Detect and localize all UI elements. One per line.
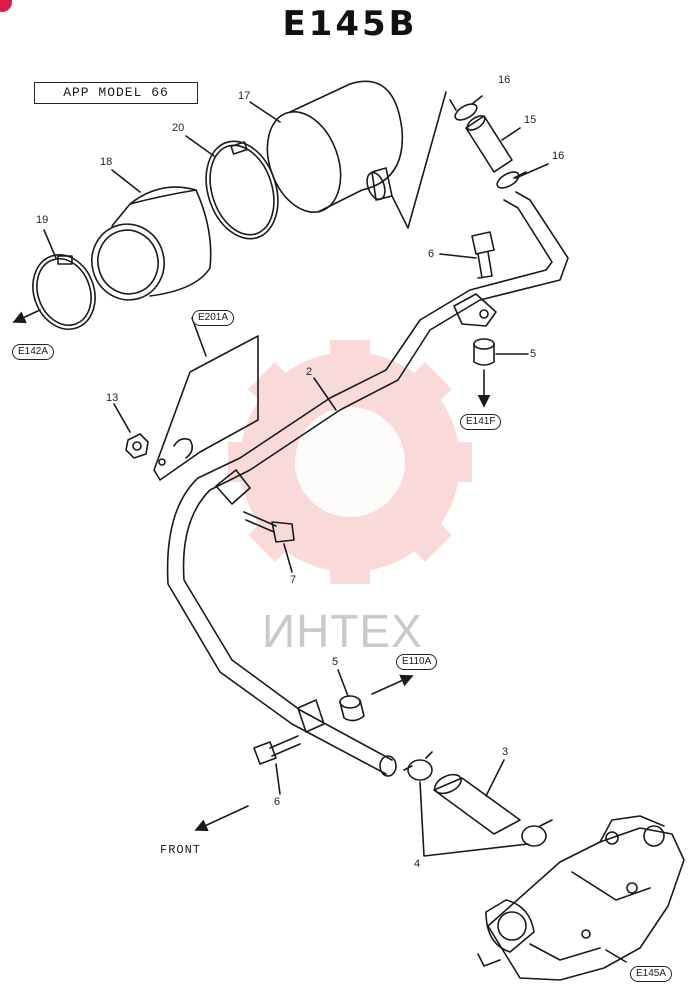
leader-17-15	[391, 91, 447, 229]
leader-7	[283, 543, 293, 573]
leader-5b	[337, 669, 349, 697]
leader-2	[313, 377, 337, 411]
clamp-part-19	[32, 254, 96, 330]
adapter-part-18	[91, 186, 212, 301]
leader-6a	[439, 253, 477, 259]
leader-16b	[515, 163, 549, 179]
part-label: 5	[530, 348, 537, 360]
breather-pipe-part-2	[166, 191, 569, 777]
ref-tag-e142a[interactable]: E142A	[12, 344, 55, 360]
ref-tag-e141f[interactable]: E141F	[460, 414, 502, 430]
clamp-part-20	[205, 140, 279, 240]
leader-20	[185, 135, 215, 157]
part-label: 6	[428, 248, 435, 260]
part-label: 13	[106, 392, 119, 404]
watermark-gear-icon	[228, 340, 472, 584]
part-label: 6	[274, 796, 281, 808]
leader-15	[501, 127, 521, 141]
corner-badge-dot	[0, 0, 12, 12]
part-label: 4	[414, 858, 421, 870]
spacer-part-5a	[473, 338, 495, 366]
leader-19	[43, 229, 57, 259]
arrow-front	[194, 805, 249, 832]
ref-tag-e145a[interactable]: E145A	[630, 966, 673, 982]
part-label: 15	[524, 114, 537, 126]
hose-clamp-part-4b	[521, 819, 553, 847]
app-model-box: APP MODEL 66	[34, 82, 198, 104]
hose-clamp-part-16a	[449, 99, 478, 121]
part-label: 7	[290, 574, 297, 586]
arrow-e142a	[12, 309, 41, 324]
leader-part-4	[419, 781, 529, 857]
part-label: 3	[502, 746, 509, 758]
leader-3	[485, 759, 505, 797]
ref-tag-e201a[interactable]: E201A	[192, 310, 235, 326]
hose-part-3	[433, 773, 521, 835]
part-label: 18	[100, 156, 113, 168]
bolt-part-7	[243, 511, 295, 543]
engine-block	[477, 815, 685, 981]
leader-16a	[471, 95, 483, 105]
hose-part-15	[465, 115, 513, 173]
part-label: 16	[552, 150, 565, 162]
page-title: E145B	[282, 4, 418, 44]
bolt-part-6a	[471, 231, 495, 279]
part-label: 19	[36, 214, 49, 226]
air-cleaner-part-17	[266, 80, 404, 214]
spacer-part-5b	[339, 695, 365, 722]
part-label: 5	[332, 656, 339, 668]
hose-clamp-part-16b	[496, 171, 527, 189]
leader-17	[249, 101, 281, 123]
leader-13	[113, 403, 131, 433]
ref-tag-e110a[interactable]: E110A	[396, 654, 438, 670]
leader-e145a	[605, 949, 627, 963]
part-label: 17	[238, 90, 251, 102]
hose-clamp-part-4a	[403, 751, 433, 781]
leader-6b	[275, 763, 281, 795]
bolt-part-6b	[253, 735, 301, 765]
front-label: FRONT	[160, 843, 202, 857]
part-label: 20	[172, 122, 185, 134]
part-label: 16	[498, 74, 511, 86]
leader-18	[111, 169, 141, 193]
part-label: 2	[306, 366, 313, 378]
nut-part-13	[125, 433, 149, 459]
arrow-e110a	[371, 674, 414, 695]
watermark-text: ИНТЕХ	[262, 605, 423, 657]
